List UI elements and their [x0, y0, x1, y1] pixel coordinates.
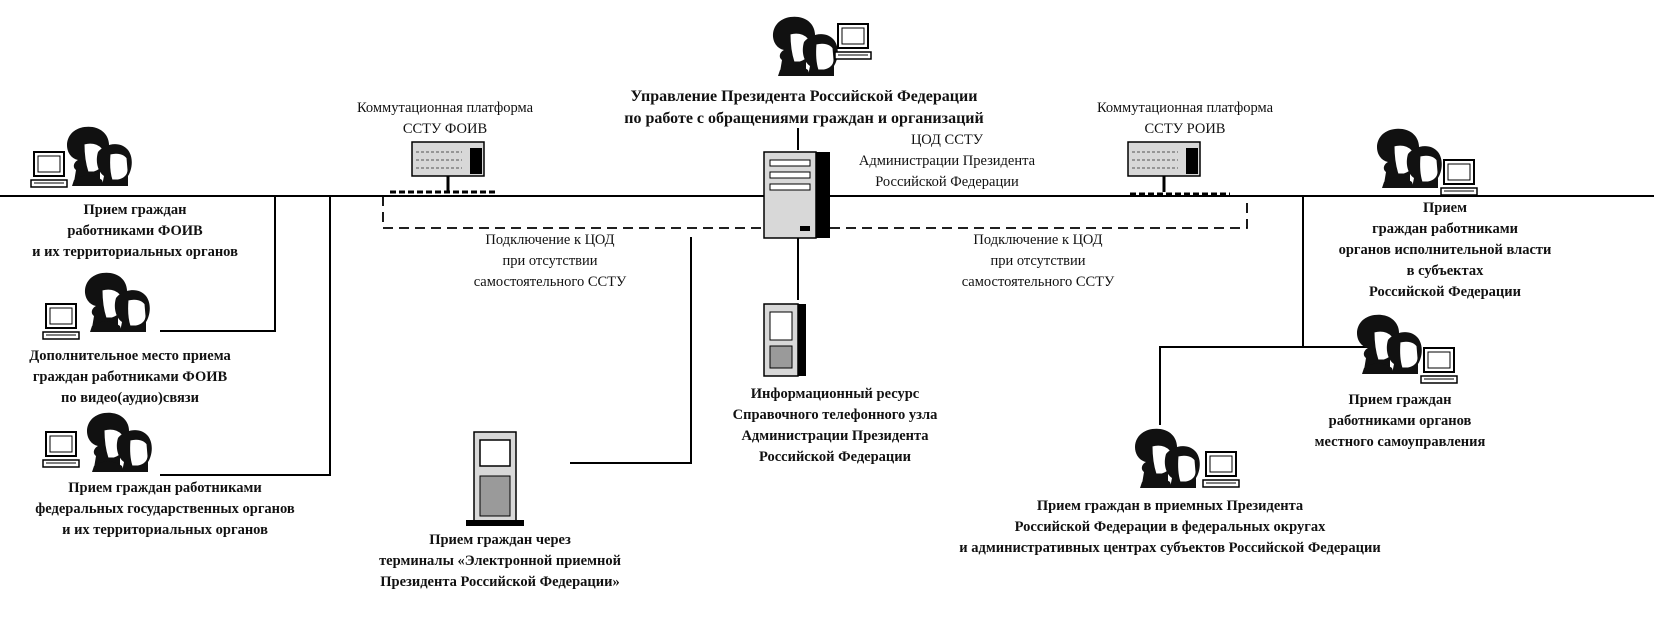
- link-presidential: [1159, 346, 1303, 425]
- regional-exec-line: в субъектах: [1406, 263, 1484, 279]
- kiosk-screen: [479, 439, 511, 467]
- regional-exec-computer-icon: [1440, 159, 1478, 196]
- local-gov-line: работниками органов: [1328, 413, 1472, 429]
- dashed-link-foiv: [382, 196, 764, 229]
- foiv-video-line: Дополнительное место приема: [29, 348, 231, 364]
- fallback-left-label: Подключение к ЦОД при отсутствии самосто…: [440, 230, 660, 293]
- foiv-computer-icon: [30, 151, 68, 188]
- kiosk-keypad: [479, 475, 511, 517]
- federal-state-computer-icon: [42, 431, 80, 468]
- regional-exec-line: Российской Федерации: [1368, 284, 1521, 300]
- cod-label: ЦОД ССТУ Администрации Президента Россий…: [822, 130, 1072, 193]
- kiosk-base: [466, 520, 524, 526]
- regional-exec-line: граждан работниками: [1372, 221, 1518, 237]
- foiv-video-computer-icon: [42, 303, 80, 340]
- presidential-line: Российской Федерации в федеральных округ…: [1014, 519, 1326, 535]
- cod-line: Администрации Президента: [858, 153, 1036, 169]
- fallback-right-line: самостоятельного ССТУ: [961, 274, 1115, 290]
- link-federal-state: [160, 196, 331, 476]
- foiv-video-label: Дополнительное место приема граждан рабо…: [0, 346, 260, 409]
- header-line: по работе с обращениями граждан и органи…: [624, 110, 984, 127]
- terminal-line: Прием граждан через: [429, 532, 571, 548]
- fallback-left-line: при отсутствии: [502, 253, 598, 269]
- terminal-line: Президента Российской Федерации»: [380, 574, 620, 590]
- foiv-line: работниками ФОИВ: [67, 223, 203, 239]
- platform-roiv-line: ССТУ РОИВ: [1144, 121, 1226, 137]
- terminal-label: Прием граждан через терминалы «Электронн…: [340, 530, 660, 593]
- cod-line: ЦОД ССТУ: [910, 132, 983, 148]
- foiv-video-line: по видео(аудио)связи: [61, 390, 199, 406]
- cod-line: Российской Федерации: [875, 174, 1019, 190]
- management-computer-icon: [834, 23, 872, 60]
- regional-exec-line: органов исполнительной власти: [1338, 242, 1552, 258]
- cod-server-bay: [769, 159, 811, 167]
- federal-state-line: и их территориальных органов: [62, 522, 268, 538]
- foiv-line: Прием граждан: [83, 202, 187, 218]
- platform-foiv-line: Коммутационная платформа: [356, 100, 534, 116]
- regional-exec-line: Прием: [1422, 200, 1467, 216]
- presidential-line: Прием граждан в приемных Президента: [1036, 498, 1304, 514]
- info-server-grille: [769, 345, 793, 369]
- foiv-video-operator-icon: [84, 272, 151, 333]
- info-server-panel: [769, 311, 793, 341]
- platform-roiv-line: Коммутационная платформа: [1096, 100, 1274, 116]
- local-gov-label: Прием граждан работниками органов местно…: [1280, 390, 1520, 453]
- info-server-side: [798, 304, 806, 376]
- cod-server-bay: [769, 171, 811, 179]
- federal-state-line: федеральных государственных органов: [35, 501, 295, 517]
- fallback-left-line: Подключение к ЦОД: [485, 232, 615, 248]
- platform-foiv-line: ССТУ ФОИВ: [402, 121, 488, 137]
- terminal-line: терминалы «Электронной приемной: [379, 553, 621, 569]
- presidential-line: и административных центрах субъектов Рос…: [959, 540, 1381, 556]
- cod-server-bay: [769, 183, 811, 191]
- regional-exec-operator-icon: [1376, 128, 1443, 189]
- presidential-computer-icon: [1202, 451, 1240, 488]
- info-resource-label: Информационный ресурс Справочного телефо…: [700, 384, 970, 468]
- header-title: Управление Президента Российской Федерац…: [584, 86, 1024, 130]
- info-resource-line: Российской Федерации: [758, 449, 911, 465]
- platform-foiv-label: Коммутационная платформа ССТУ ФОИВ: [330, 98, 560, 140]
- platform-foiv-icon: [410, 140, 486, 194]
- link-terminal: [570, 237, 692, 464]
- foiv-operator-icon: [66, 126, 133, 187]
- federal-state-label: Прием граждан работниками федеральных го…: [0, 478, 330, 541]
- platform-roiv-label: Коммутационная платформа ССТУ РОИВ: [1070, 98, 1300, 140]
- cod-server-side: [816, 152, 830, 238]
- federal-state-operator-icon: [86, 412, 153, 473]
- info-resource-line: Справочного телефонного узла: [732, 407, 938, 423]
- fallback-left-line: самостоятельного ССТУ: [473, 274, 627, 290]
- management-operator-icon: [772, 16, 839, 77]
- header-line: Управление Президента Российской Федерац…: [630, 88, 978, 105]
- foiv-line: и их территориальных органов: [32, 244, 238, 260]
- info-resource-line: Администрации Президента: [741, 428, 929, 444]
- local-gov-line: Прием граждан: [1348, 392, 1452, 408]
- fallback-right-label: Подключение к ЦОД при отсутствии самосто…: [928, 230, 1148, 293]
- local-gov-line: местного самоуправления: [1314, 434, 1486, 450]
- foiv-video-line: граждан работниками ФОИВ: [32, 369, 228, 385]
- dashed-link-roiv: [830, 196, 1248, 229]
- info-resource-line: Информационный ресурс: [750, 386, 920, 402]
- federal-state-line: Прием граждан работниками: [68, 480, 262, 496]
- presidential-label: Прием граждан в приемных Президента Росс…: [900, 496, 1440, 559]
- platform-roiv-icon: [1126, 140, 1202, 194]
- link-foiv-video: [160, 196, 276, 332]
- fallback-right-line: при отсутствии: [990, 253, 1086, 269]
- cod-server-led: [800, 226, 810, 231]
- local-gov-operator-icon: [1356, 314, 1423, 375]
- fallback-right-line: Подключение к ЦОД: [973, 232, 1103, 248]
- presidential-operator-icon: [1134, 428, 1201, 489]
- regional-exec-label: Прием граждан работниками органов исполн…: [1300, 198, 1590, 303]
- local-gov-computer-icon: [1420, 347, 1458, 384]
- foiv-label: Прием граждан работниками ФОИВ и их терр…: [0, 200, 270, 263]
